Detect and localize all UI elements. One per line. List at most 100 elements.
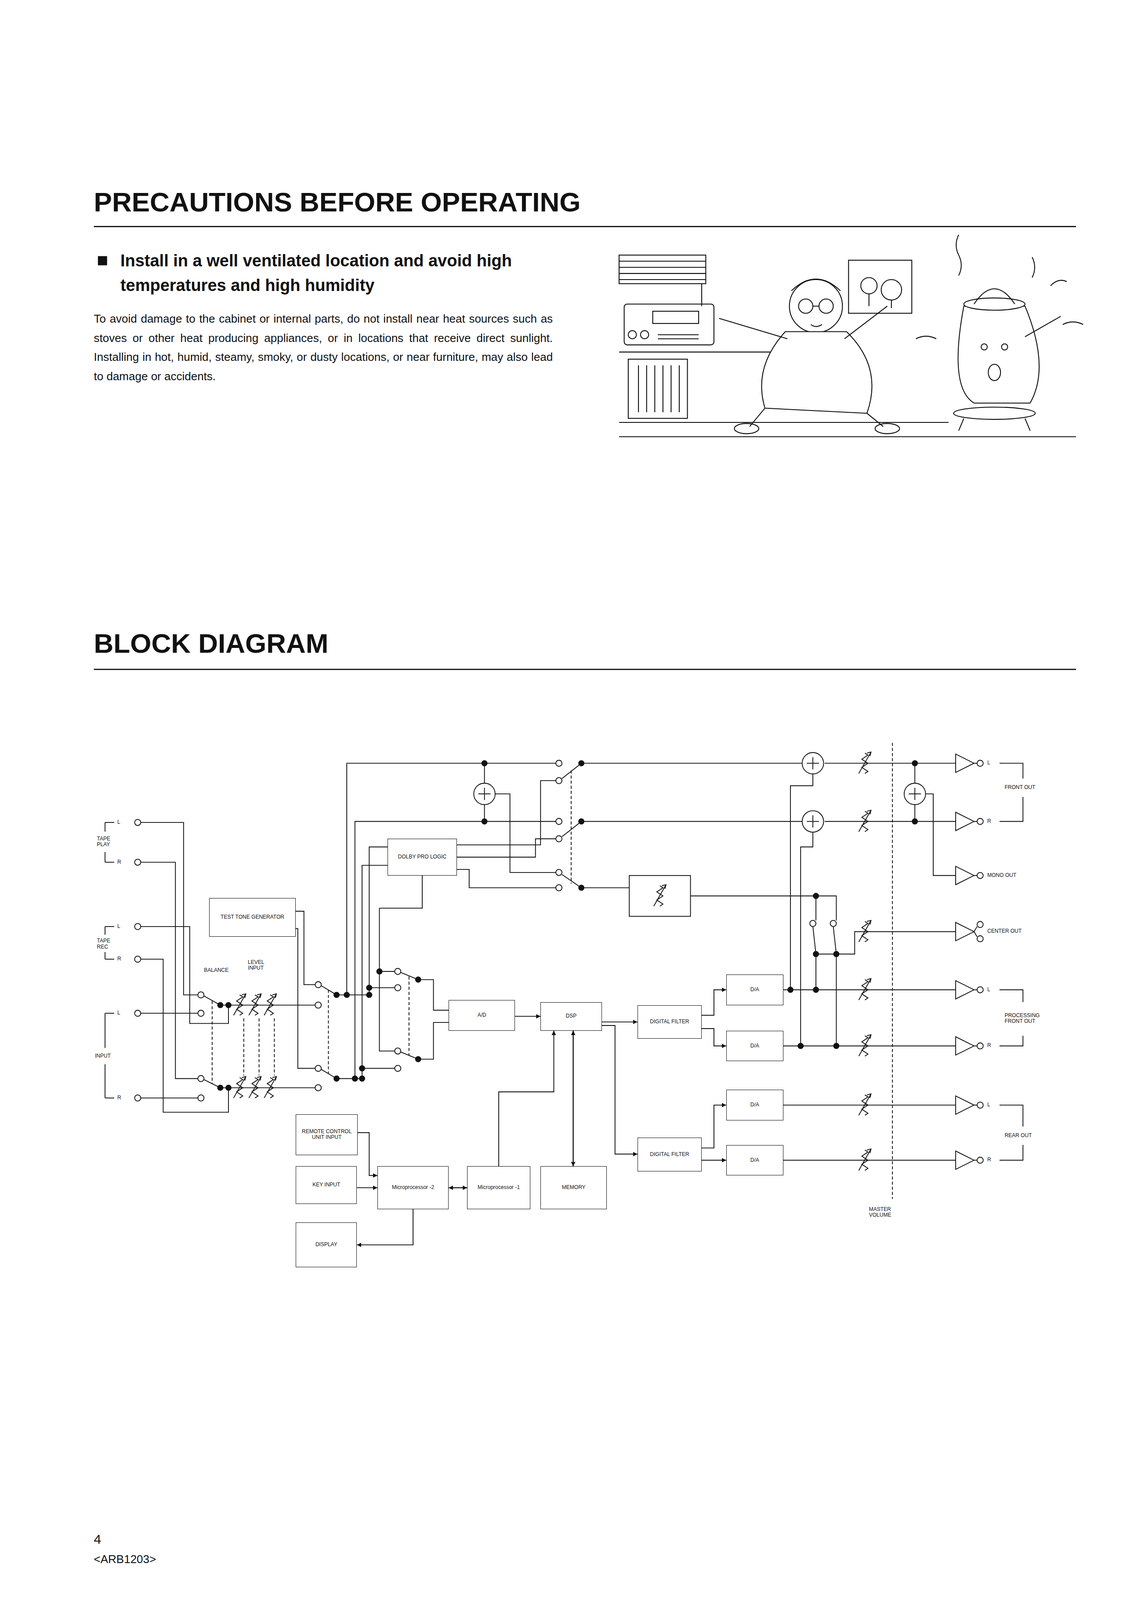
illustration-part bbox=[678, 365, 680, 413]
terminal-contact bbox=[977, 1101, 984, 1108]
signal-wire bbox=[581, 887, 630, 888]
signal-wire bbox=[824, 762, 956, 764]
signal-connector bbox=[701, 1104, 727, 1148]
variable-resistor-arrow bbox=[272, 993, 277, 998]
signal-wire bbox=[836, 953, 838, 1046]
junction-dot bbox=[225, 1002, 232, 1008]
bracket bbox=[999, 762, 1023, 779]
block-label: REMOTE CONTROL UNIT INPUT bbox=[297, 1128, 356, 1141]
signal-connector bbox=[601, 1025, 638, 1154]
signal-wire bbox=[824, 820, 956, 822]
block-box: DIGITAL FILTER bbox=[637, 1004, 702, 1039]
variable-resistor-arrow bbox=[866, 1148, 871, 1153]
illustration-part bbox=[662, 365, 664, 413]
signal-wire bbox=[220, 1087, 316, 1088]
summing-sign bbox=[914, 787, 916, 800]
page-footer: <ARB1203> bbox=[94, 1552, 157, 1566]
terminal-contact bbox=[977, 935, 984, 942]
amplifier-symbol bbox=[955, 866, 975, 885]
signal-wire bbox=[790, 773, 813, 990]
block-label: D/A bbox=[750, 1156, 760, 1164]
heading-rule bbox=[94, 225, 1077, 228]
illustration-part bbox=[881, 279, 902, 300]
variable-resistor-arrow bbox=[264, 993, 277, 1015]
gang-link bbox=[570, 770, 572, 884]
junction-dot bbox=[359, 1075, 365, 1081]
signal-connector bbox=[356, 1186, 377, 1188]
signal-wire bbox=[833, 926, 837, 954]
variable-resistor-arrow bbox=[858, 1148, 872, 1171]
variable-resistor-arrow bbox=[248, 1076, 261, 1098]
signal-label: L bbox=[117, 818, 121, 825]
illustration-part bbox=[860, 277, 877, 294]
terminal-contact bbox=[977, 920, 984, 928]
illustration-part bbox=[848, 260, 912, 314]
variable-resistor-arrow bbox=[241, 1076, 246, 1080]
illustration-part bbox=[628, 330, 637, 339]
amplifier-symbol bbox=[955, 1036, 975, 1055]
junction-dot bbox=[912, 760, 918, 766]
signal-label: FRONT OUT bbox=[1004, 784, 1036, 791]
terminal-contact bbox=[197, 1075, 204, 1082]
illustration-part bbox=[810, 324, 823, 327]
block-label: D/A bbox=[750, 1101, 760, 1108]
terminal-contact bbox=[555, 869, 562, 876]
signal-wire bbox=[812, 926, 816, 954]
page-footer: 4 bbox=[94, 1530, 102, 1546]
signal-label: L bbox=[987, 986, 991, 993]
illustration-part bbox=[619, 272, 706, 274]
junction-dot bbox=[912, 818, 918, 824]
illustration-part bbox=[637, 365, 639, 413]
bracket bbox=[104, 1063, 106, 1098]
variable-resistor-arrow bbox=[858, 1034, 872, 1056]
bracket bbox=[104, 926, 106, 935]
block-label: MEMORY bbox=[561, 1184, 586, 1191]
terminal-contact bbox=[394, 984, 401, 991]
block-box: A/D bbox=[448, 999, 515, 1031]
variable-resistor-arrow bbox=[858, 920, 872, 942]
signal-label: REAR OUT bbox=[1004, 1132, 1032, 1138]
illustration-part bbox=[958, 418, 1030, 431]
heading-rule bbox=[94, 668, 1077, 670]
signal-connector bbox=[701, 1028, 727, 1046]
signal-connector bbox=[572, 1030, 574, 1167]
block-label: A/D bbox=[477, 1011, 487, 1019]
junction-dot bbox=[481, 760, 488, 766]
bracket bbox=[104, 1012, 106, 1048]
signal-connector bbox=[701, 989, 727, 1015]
illustration-part bbox=[749, 408, 884, 427]
block-box: DSP bbox=[540, 1001, 602, 1031]
summing-junction bbox=[802, 810, 824, 832]
block-box: D/A bbox=[726, 1089, 784, 1120]
signal-wire bbox=[346, 762, 556, 995]
gang-link bbox=[408, 976, 410, 1055]
terminal-contact bbox=[315, 981, 322, 988]
signal-label: TAPE PLAY bbox=[97, 835, 118, 848]
illustration-part bbox=[624, 304, 714, 345]
signal-wire bbox=[362, 1067, 395, 1069]
terminal-contact bbox=[555, 759, 562, 766]
block-label: DOLBY PRO LOGIC bbox=[398, 853, 447, 860]
illustration-part bbox=[657, 334, 699, 339]
terminal-contact bbox=[134, 923, 141, 930]
bracket bbox=[104, 951, 106, 959]
block-label: Microprocessor -1 bbox=[477, 1184, 520, 1191]
signal-wire bbox=[581, 820, 803, 822]
junction-dot bbox=[366, 984, 372, 990]
junction-dot bbox=[376, 968, 382, 974]
summing-sign bbox=[812, 757, 814, 770]
signal-wire bbox=[418, 1021, 450, 1059]
junction-dot bbox=[578, 760, 584, 766]
block-box: D/A bbox=[726, 974, 784, 1005]
variable-resistor-arrow bbox=[866, 1093, 871, 1098]
junction-dot bbox=[787, 986, 794, 993]
variable-resistor-arrow bbox=[858, 751, 872, 774]
signal-label: L bbox=[987, 760, 991, 766]
signal-wire bbox=[974, 931, 978, 937]
block-box: D/A bbox=[726, 1030, 784, 1062]
variable-resistor-arrow bbox=[866, 978, 871, 983]
block-label: DISPLAY bbox=[315, 1241, 338, 1248]
signal-wire bbox=[418, 979, 450, 1011]
terminal-contact bbox=[977, 1042, 984, 1049]
